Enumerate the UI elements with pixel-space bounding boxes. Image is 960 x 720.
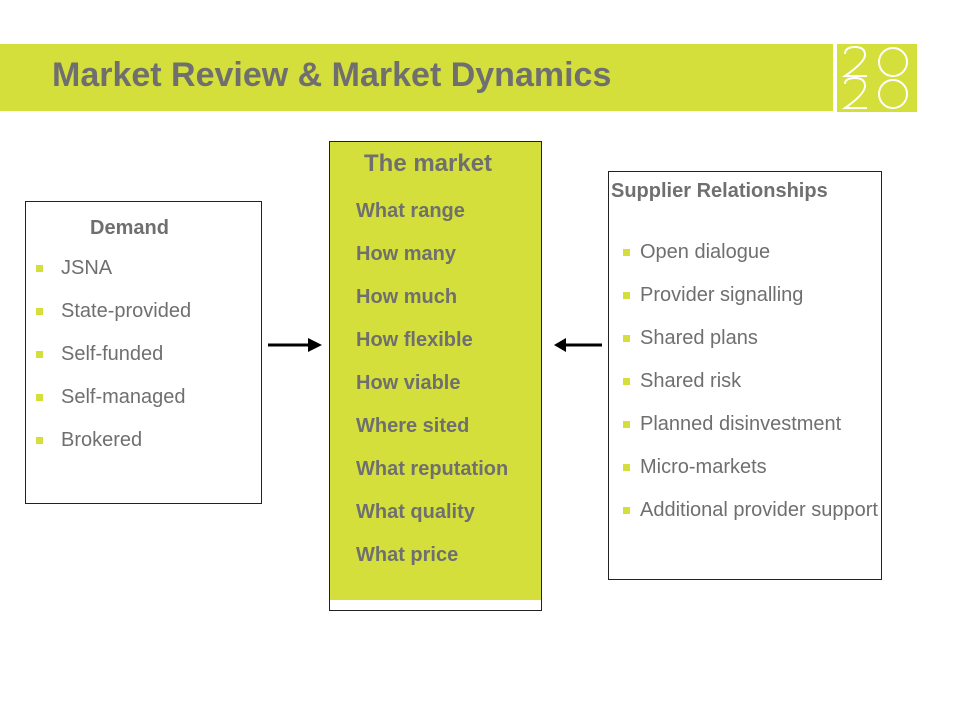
square-bullet-icon [623, 249, 630, 256]
list-item: Self-managed [36, 385, 256, 409]
square-bullet-icon [36, 394, 43, 401]
list-item: Brokered [36, 428, 256, 452]
square-bullet-icon [340, 208, 347, 215]
demand-list: JSNA State-provided Self-funded Self-man… [36, 256, 256, 471]
logo-2020-mark [841, 45, 908, 109]
square-bullet-icon [623, 335, 630, 342]
supplier-box: Supplier Relationships Open dialogue Pro… [608, 171, 882, 580]
market-heading: The market [364, 150, 493, 177]
demand-box: Demand JSNA State-provided Self-funded S… [25, 201, 262, 504]
square-bullet-icon [623, 378, 630, 385]
square-bullet-icon [340, 466, 347, 473]
right-arrow-icon [268, 338, 322, 352]
square-bullet-icon [340, 423, 347, 430]
slide-title: Market Review & Market Dynamics [52, 56, 612, 94]
market-fill [330, 142, 541, 600]
square-bullet-icon [340, 251, 347, 258]
list-item: Where sited [340, 412, 535, 441]
list-item: How viable [340, 369, 535, 398]
square-bullet-icon [36, 308, 43, 315]
list-item: Micro-markets [623, 453, 878, 482]
list-item: Open dialogue [623, 238, 878, 267]
list-item: How much [340, 283, 535, 312]
list-item: Shared risk [623, 367, 878, 396]
square-bullet-icon [623, 464, 630, 471]
square-bullet-icon [340, 509, 347, 516]
square-bullet-icon [623, 421, 630, 428]
list-item: Provider signalling [623, 281, 878, 310]
square-bullet-icon [36, 265, 43, 272]
square-bullet-icon [340, 552, 347, 559]
supplier-list: Open dialogue Provider signalling Shared… [623, 238, 878, 539]
square-bullet-icon [340, 337, 347, 344]
market-box: The market What range How many How much … [329, 141, 542, 611]
supplier-heading: Supplier Relationships [611, 180, 828, 202]
list-item: How many [340, 240, 535, 269]
left-arrow-icon [554, 338, 602, 352]
list-item: Shared plans [623, 324, 878, 353]
square-bullet-icon [623, 507, 630, 514]
list-item: How flexible [340, 326, 535, 355]
list-item: JSNA [36, 256, 256, 280]
list-item: Planned disinvestment [623, 410, 878, 439]
square-bullet-icon [340, 294, 347, 301]
list-item: Self-funded [36, 342, 256, 366]
square-bullet-icon [340, 380, 347, 387]
market-list: What range How many How much How flexibl… [340, 197, 535, 584]
title-banner [0, 44, 833, 111]
square-bullet-icon [623, 292, 630, 299]
list-item: What price [340, 541, 535, 570]
square-bullet-icon [36, 437, 43, 444]
list-item: What range [340, 197, 535, 226]
square-bullet-icon [36, 351, 43, 358]
list-item: State-provided [36, 299, 256, 323]
logo-2020: 2020 [837, 44, 917, 112]
list-item: Additional provider support [623, 496, 878, 525]
list-item: What reputation [340, 455, 535, 484]
list-item: What quality [340, 498, 535, 527]
demand-heading: Demand [90, 217, 169, 239]
